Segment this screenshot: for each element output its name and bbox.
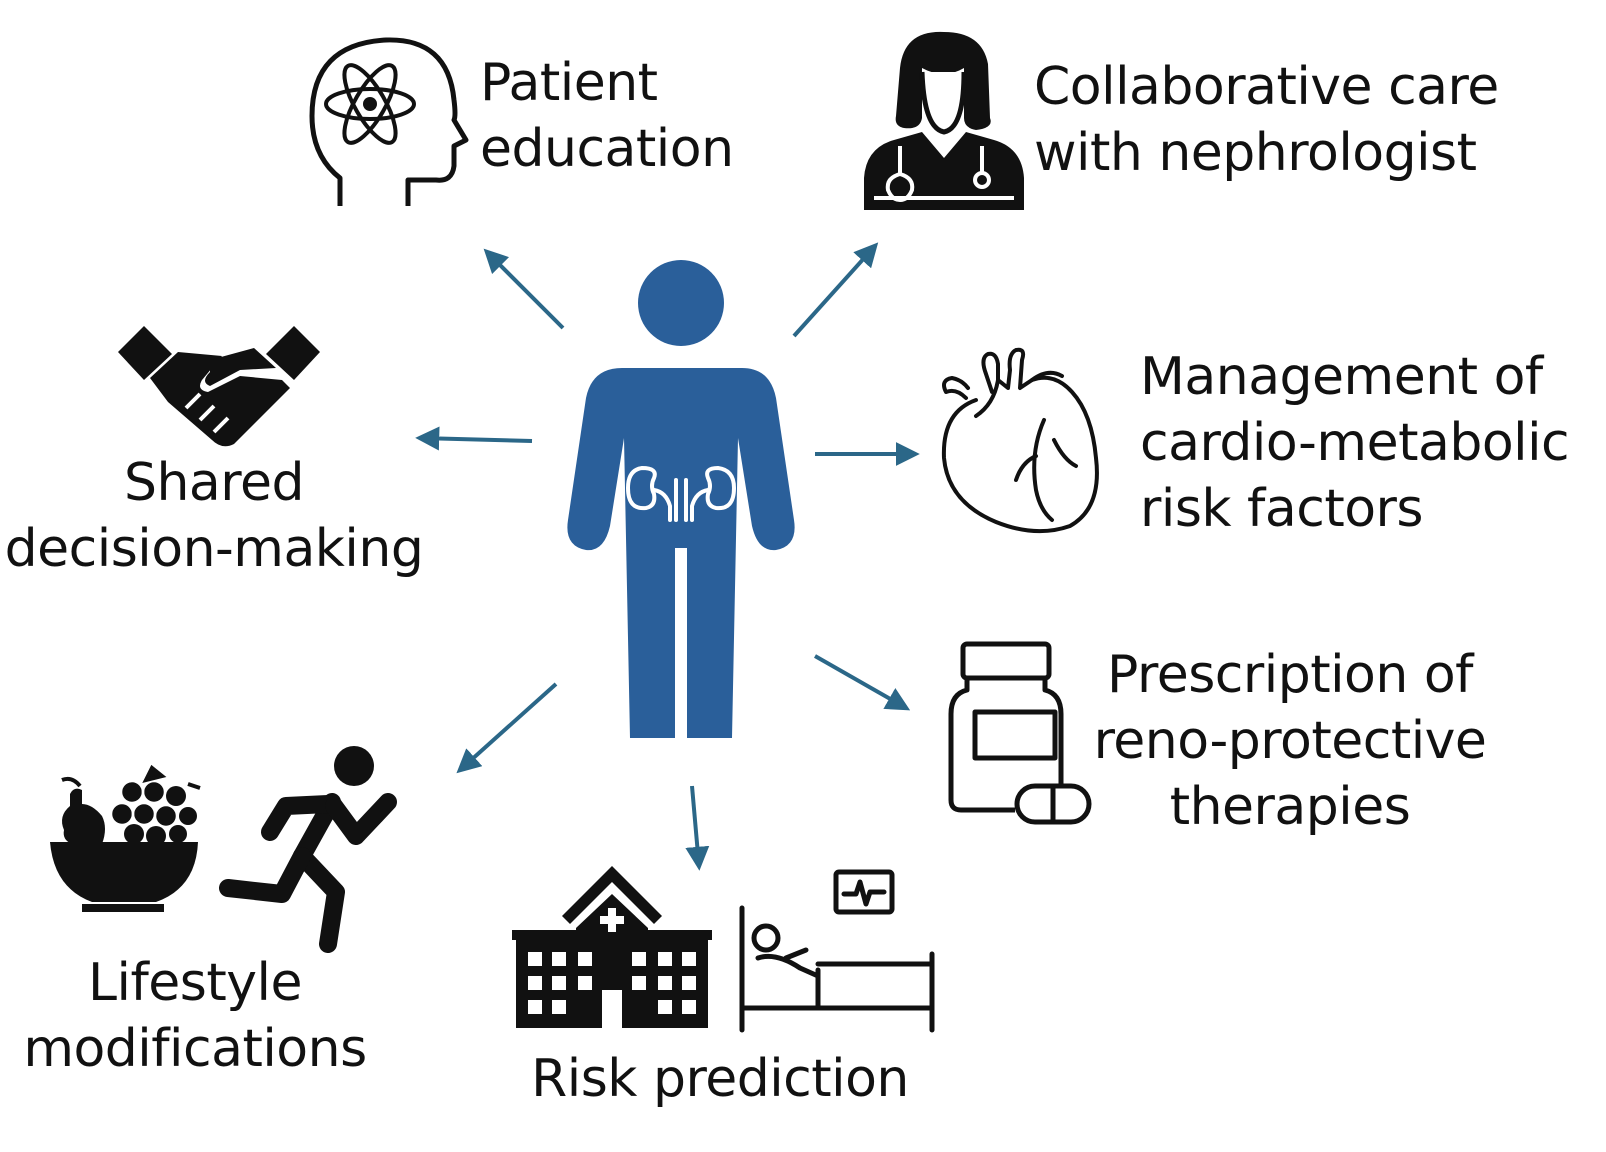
label-line: cardio-metabolic <box>1140 413 1570 473</box>
label-line: therapies <box>1169 777 1411 837</box>
label-line: Risk prediction <box>531 1049 909 1109</box>
label-line: Patient <box>480 53 658 113</box>
label-line: Shared <box>123 453 305 513</box>
arrow-to-shared-decision <box>415 426 533 451</box>
arrow-to-lifestyle <box>456 682 558 774</box>
doctor-stethoscope-icon <box>864 31 1024 210</box>
arrow-to-patient-education <box>483 248 565 330</box>
runner-icon <box>219 746 397 953</box>
label-line: Management of <box>1140 347 1543 407</box>
label-line: reno-protective <box>1093 711 1487 771</box>
label-line: Lifestyle <box>88 953 302 1013</box>
label-line: risk factors <box>1140 479 1424 539</box>
label-lifestyle: Lifestyle modifications <box>0 950 390 1082</box>
label-risk-prediction: Risk prediction <box>510 1046 930 1112</box>
label-collaborative-care: Collaborative care with nephrologist <box>1034 54 1499 186</box>
arrow-to-collaborative-care <box>792 242 879 338</box>
label-shared-decision: Shared decision-making <box>4 450 424 582</box>
hospital-icon <box>512 866 712 1028</box>
label-line: Prescription of <box>1107 645 1473 705</box>
label-cardio-metabolic: Management of cardio-metabolic risk fact… <box>1140 344 1570 542</box>
patient-bed-icon <box>739 869 935 1033</box>
label-reno-protective: Prescription of reno-protective therapie… <box>1090 642 1490 840</box>
head-atom-icon <box>309 37 469 206</box>
label-line: education <box>480 119 734 179</box>
label-line: modifications <box>23 1019 367 1079</box>
label-line: decision-making <box>4 519 424 579</box>
fruit-bowl-icon <box>50 764 201 912</box>
medicine-bottle-icon <box>948 641 1092 825</box>
label-line: Collaborative care <box>1034 57 1499 117</box>
label-line: with nephrologist <box>1034 123 1477 183</box>
arrow-to-reno-protective <box>814 654 911 711</box>
heart-icon <box>941 347 1099 534</box>
person-with-kidneys-icon <box>567 260 795 738</box>
handshake-icon <box>118 326 320 447</box>
label-patient-education: Patient education <box>480 50 734 182</box>
arrow-to-risk-prediction <box>685 785 710 871</box>
